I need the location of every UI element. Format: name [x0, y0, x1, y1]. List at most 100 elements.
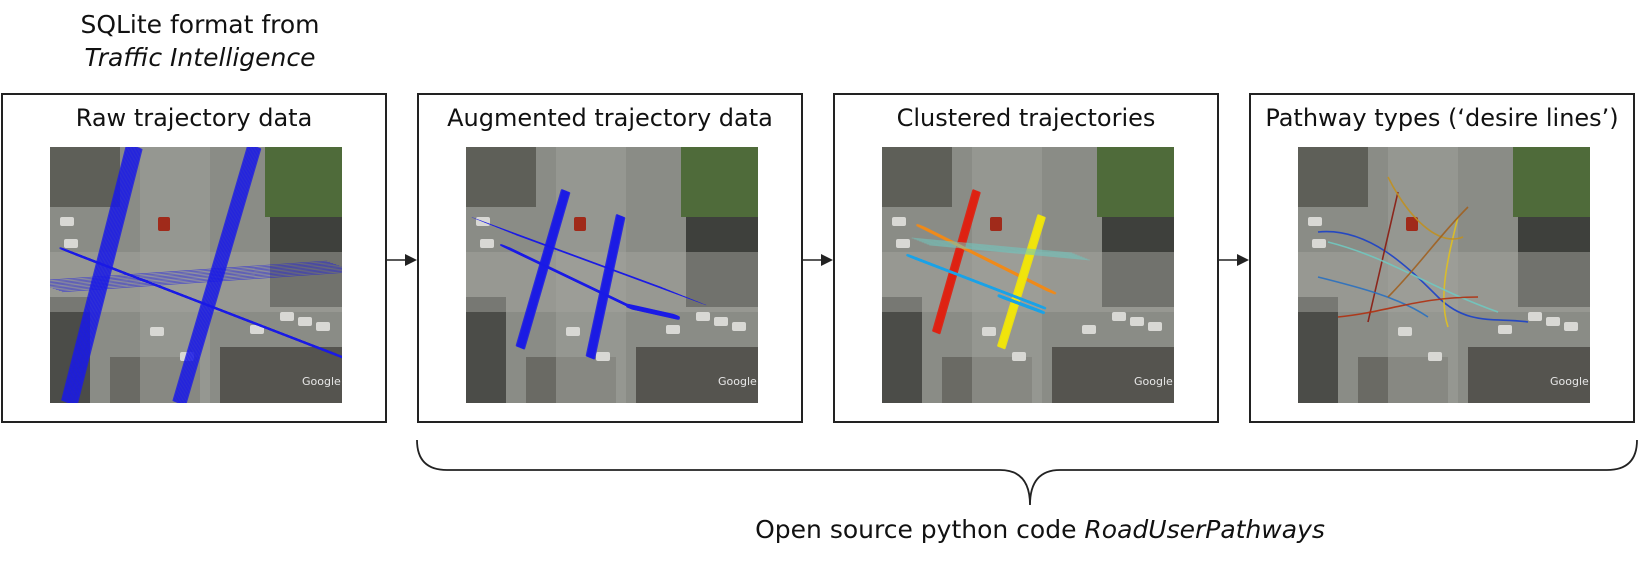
car	[696, 312, 710, 321]
trajectory-line	[923, 226, 1057, 295]
trajectory-line	[936, 191, 980, 334]
trajectory-line	[50, 263, 334, 284]
trajectory-line	[63, 147, 131, 402]
desire-line	[1367, 191, 1399, 323]
trajectory-line	[67, 147, 135, 403]
trajectory-line	[1000, 215, 1044, 349]
car	[1148, 322, 1162, 331]
car	[158, 217, 170, 231]
footer-prefix: Open source python code	[755, 515, 1085, 544]
panel-title: Raw trajectory data	[75, 104, 313, 132]
trajectory-line	[913, 256, 1047, 310]
trajectory-line	[934, 190, 978, 333]
desire-lines	[1317, 176, 1529, 328]
building	[466, 297, 506, 403]
car	[566, 327, 580, 336]
desire-line	[1337, 296, 1479, 318]
grass-lot	[265, 147, 342, 217]
trajectory-line	[592, 216, 626, 360]
building	[466, 147, 536, 207]
trajectory-line	[919, 240, 1080, 257]
cluster-faint	[911, 237, 1090, 261]
car	[280, 312, 294, 321]
cluster-light-blue-ext	[997, 294, 1045, 315]
panel-augmented-trajectory: Augmented trajectory data Google	[417, 93, 803, 423]
trajectory-line	[175, 147, 252, 403]
car	[1308, 217, 1322, 226]
car	[1528, 312, 1542, 321]
car	[1082, 325, 1096, 334]
trajectory-line	[61, 147, 128, 401]
car	[666, 325, 680, 334]
building	[1052, 347, 1174, 403]
car	[892, 217, 906, 226]
trajectory-line	[61, 272, 342, 293]
grass-lot	[1513, 147, 1590, 217]
car	[60, 217, 74, 226]
car	[990, 217, 1002, 231]
trajectory-line	[1002, 296, 1045, 315]
aerial-image-augmented: Google	[466, 147, 758, 403]
trajectory-bundle-ns-2	[172, 147, 262, 403]
panel-title: Augmented trajectory data	[447, 104, 773, 132]
cluster-red	[932, 189, 981, 335]
trajectory-bundle-ns-2	[585, 214, 626, 360]
trajectory-line	[176, 147, 254, 403]
building	[1468, 347, 1590, 403]
car	[64, 239, 78, 248]
car	[1398, 327, 1412, 336]
car	[1546, 317, 1560, 326]
trajectory-line	[50, 265, 340, 286]
trajectory-line	[938, 191, 981, 335]
car	[250, 325, 264, 334]
trajectory-line	[935, 190, 979, 334]
desire-line	[1317, 230, 1529, 323]
trajectory-bundle-ns-1	[515, 189, 571, 350]
building	[882, 297, 922, 403]
cluster-yellow	[997, 214, 1046, 350]
trajectory-line	[515, 234, 707, 306]
car	[316, 322, 330, 331]
source-label: SQLite format from Traffic Intelligence	[40, 8, 360, 74]
trajectory-line	[66, 147, 134, 403]
desire-line	[1387, 206, 1469, 298]
trajectory-line	[184, 148, 262, 403]
arrow-2	[803, 254, 833, 266]
car	[596, 352, 610, 361]
trajectory-line	[62, 147, 129, 402]
trajectory-line	[69, 147, 136, 403]
car	[298, 317, 312, 326]
car	[574, 217, 586, 231]
aerial-image-raw: Google	[50, 147, 342, 403]
trajectory-line	[929, 244, 1090, 261]
trajectory-line	[997, 214, 1040, 347]
trajectory-line	[50, 260, 328, 281]
trajectory-line	[1001, 216, 1045, 349]
curly-brace	[416, 439, 1638, 506]
trajectory-line	[522, 191, 571, 350]
building	[1298, 147, 1368, 207]
car	[1498, 325, 1512, 334]
desire-line	[1387, 176, 1464, 240]
building	[882, 147, 952, 207]
aerial-image-clustered: Google	[882, 147, 1174, 403]
trajectory-line	[999, 215, 1043, 348]
building	[50, 147, 120, 207]
trajectory-line	[921, 241, 1083, 258]
panel-pathway-types: Pathway types (‘desire lines’) Google	[1249, 93, 1635, 423]
car	[150, 327, 164, 336]
car	[1312, 239, 1326, 248]
trajectory-line	[181, 147, 259, 403]
car	[896, 239, 910, 248]
trajectory-line	[50, 264, 337, 285]
watermark: Google	[1134, 375, 1173, 388]
trajectory-noise	[471, 217, 707, 306]
panel-title: Pathway types (‘desire lines’)	[1265, 104, 1619, 132]
trajectory-line	[926, 243, 1088, 260]
car	[1012, 352, 1026, 361]
source-line-1: SQLite format from	[80, 10, 320, 39]
trajectory-line	[58, 270, 342, 291]
panel-clustered-trajectories: Clustered trajectories Google	[833, 93, 1219, 423]
aerial-image-pathways: Google	[1298, 147, 1590, 403]
car	[714, 317, 728, 326]
